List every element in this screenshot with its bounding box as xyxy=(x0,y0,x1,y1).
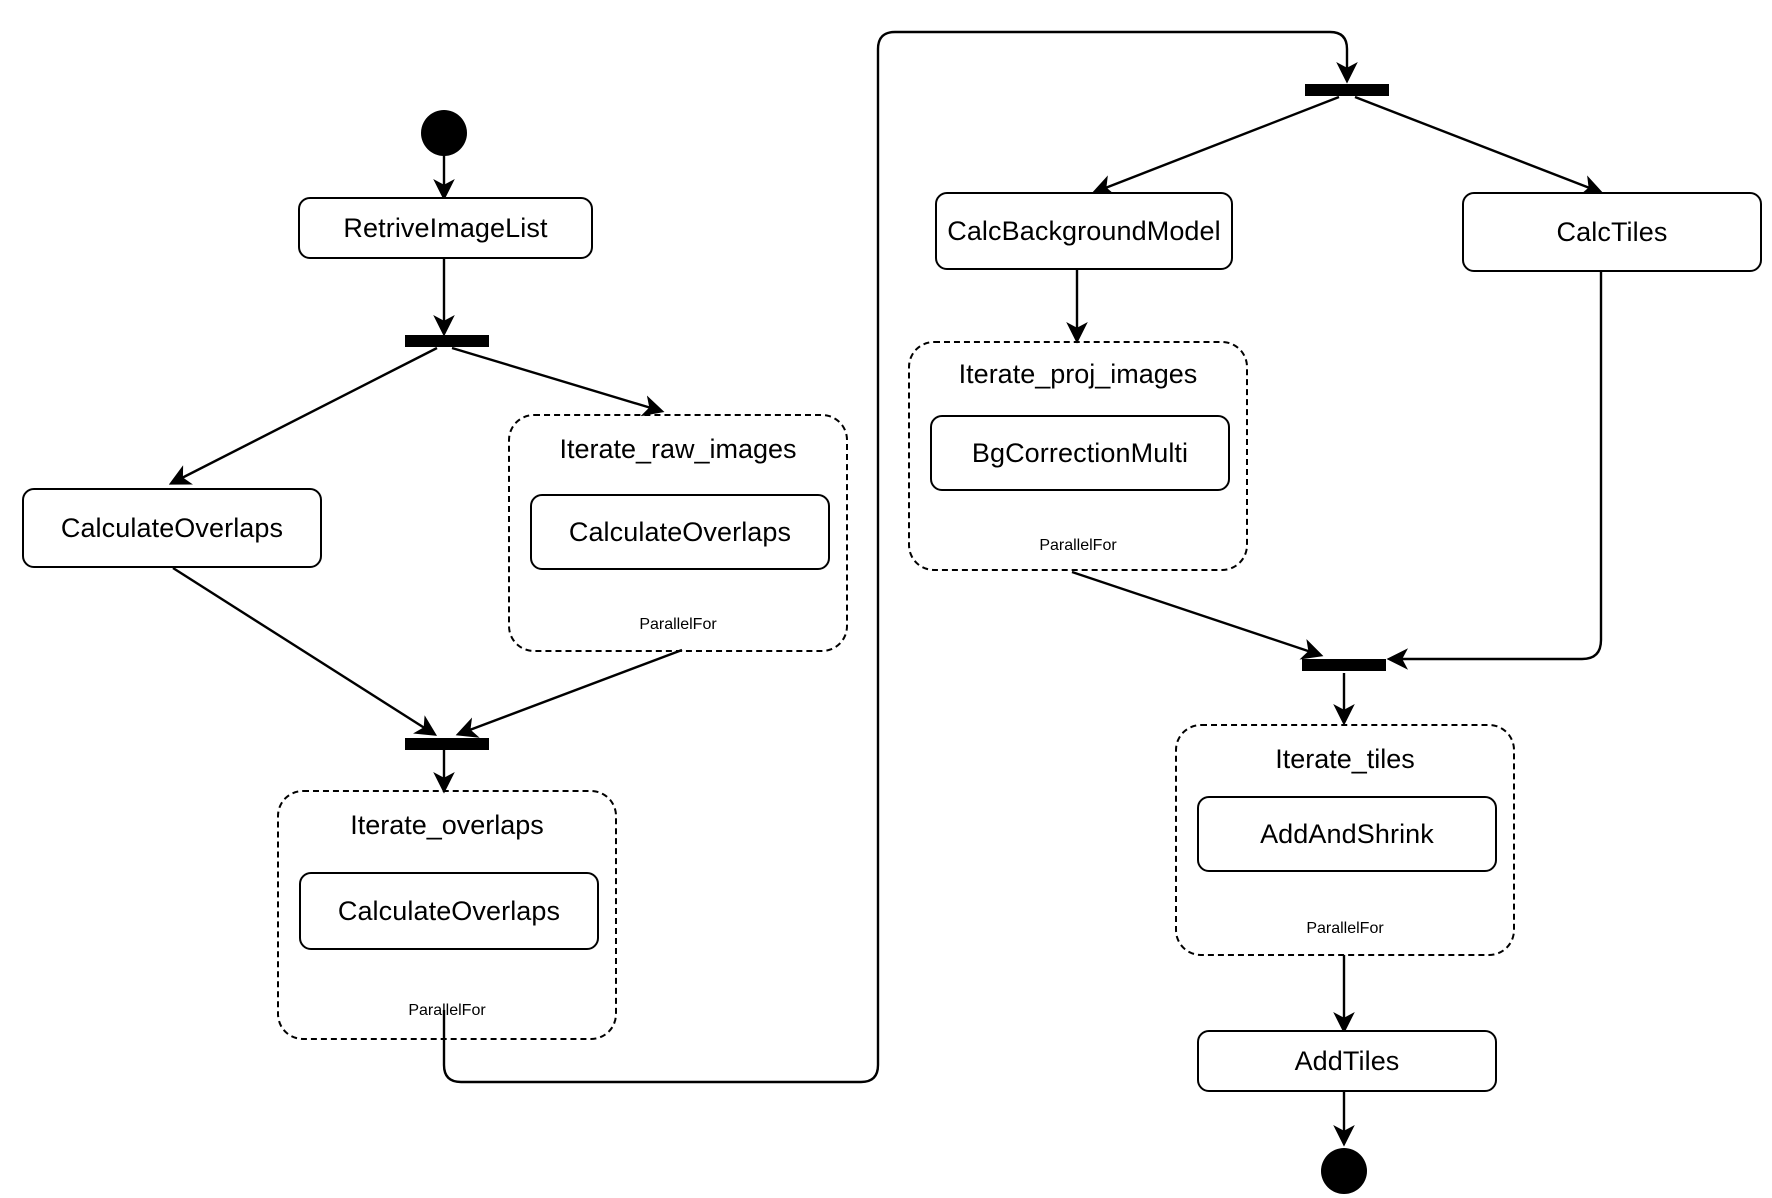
expansion-region-footer: ParallelFor xyxy=(408,1002,486,1019)
edge-iterate-proj-images-to-join2 xyxy=(1071,570,1324,660)
action-calculateoverlaps-left[interactable]: CalculateOverlaps xyxy=(22,488,322,568)
edge-fork1-to-calculateoverlaps-left xyxy=(168,346,438,485)
action-label: CalcTiles xyxy=(1556,216,1668,247)
expansion-region-footer: ParallelFor xyxy=(1306,920,1384,937)
action-calctiles[interactable]: CalcTiles xyxy=(1462,192,1762,272)
action-label: CalculateOverlaps xyxy=(568,516,792,547)
action-calculateoverlaps-raw[interactable]: CalculateOverlaps xyxy=(530,494,830,570)
edge-fork2-to-calctiles xyxy=(1354,95,1604,196)
action-label: CalculateOverlaps xyxy=(337,895,561,926)
expansion-region-footer: ParallelFor xyxy=(639,616,717,633)
fork-bar-2 xyxy=(1305,84,1389,96)
action-label: AddTiles xyxy=(1294,1045,1400,1076)
edge-iterate-raw-images-to-join1 xyxy=(455,648,683,738)
action-retriveimagelist[interactable]: RetriveImageList xyxy=(298,197,593,259)
action-label: RetriveImageList xyxy=(343,212,548,243)
edge-fork2-to-calcbackgroundmodel xyxy=(1091,95,1340,196)
action-addandshrink[interactable]: AddAndShrink xyxy=(1197,796,1497,872)
expansion-region-iterate-tiles[interactable]: Iterate_tiles AddAndShrink ParallelFor xyxy=(1175,724,1515,956)
edge-fork1-to-iterate-raw-images xyxy=(451,346,665,417)
action-calculateoverlaps-overlaps[interactable]: CalculateOverlaps xyxy=(299,872,599,950)
join-bar-2 xyxy=(1302,659,1386,671)
action-addtiles[interactable]: AddTiles xyxy=(1197,1030,1497,1092)
expansion-region-title: Iterate_raw_images xyxy=(559,434,797,464)
expansion-region-iterate-raw-images[interactable]: Iterate_raw_images CalculateOverlaps Par… xyxy=(508,414,848,652)
initial-node[interactable] xyxy=(421,110,467,156)
expansion-region-iterate-overlaps[interactable]: Iterate_overlaps CalculateOverlaps Paral… xyxy=(277,790,617,1040)
join-bar-1 xyxy=(405,738,489,750)
action-calcbackgroundmodel[interactable]: CalcBackgroundModel xyxy=(935,192,1233,270)
expansion-region-footer: ParallelFor xyxy=(1039,537,1117,554)
expansion-region-title: Iterate_proj_images xyxy=(958,359,1198,389)
expansion-region-title: Iterate_tiles xyxy=(1275,744,1415,774)
expansion-region-title: Iterate_overlaps xyxy=(350,810,544,840)
edge-calctiles-to-join2 xyxy=(1386,272,1603,670)
action-label: CalculateOverlaps xyxy=(60,512,284,543)
expansion-region-iterate-proj-images[interactable]: Iterate_proj_images BgCorrectionMulti Pa… xyxy=(908,341,1248,571)
action-label: BgCorrectionMulti xyxy=(971,437,1189,468)
fork-bar-1 xyxy=(405,335,489,347)
edge-calculateoverlaps-left-to-join1 xyxy=(172,566,438,736)
action-label: CalcBackgroundModel xyxy=(947,215,1221,246)
action-bgcorrectionmulti[interactable]: BgCorrectionMulti xyxy=(930,415,1230,491)
action-label: AddAndShrink xyxy=(1260,818,1434,849)
final-node[interactable] xyxy=(1321,1148,1367,1194)
